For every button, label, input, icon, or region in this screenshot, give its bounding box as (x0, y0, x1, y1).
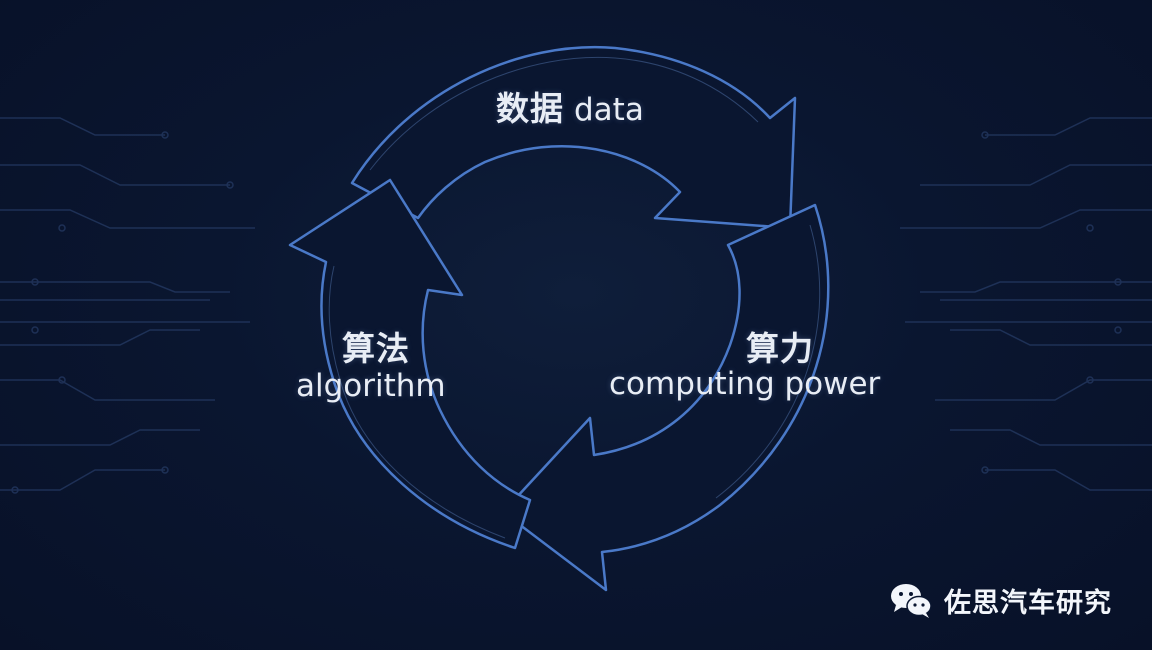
wechat-icon (891, 584, 932, 618)
arrow-glow-lines (328, 56, 821, 539)
circuit-lines-right (900, 117, 1152, 491)
cycle-arrow-data-to-power (350, 45, 797, 230)
circuit-lines-left (0, 117, 255, 494)
cycle-arrow-algorithm-to-data (288, 178, 532, 550)
node-label-data-zh: 数据 (496, 89, 564, 128)
node-label-computing-power-zh: 算力 (746, 329, 814, 368)
watermark-text: 佐思汽车研究 (944, 587, 1112, 619)
node-label-computing-power-en: computing power (609, 366, 881, 402)
node-label-data-en: data (574, 92, 644, 128)
watermark: 佐思汽车研究 (888, 578, 1112, 622)
cycle-arrow-power-to-algorithm (501, 203, 830, 592)
node-label-algorithm-en: algorithm (296, 368, 446, 404)
node-label-data: 数据 data (496, 82, 644, 130)
node-label-algorithm-zh: 算法 (342, 329, 410, 368)
